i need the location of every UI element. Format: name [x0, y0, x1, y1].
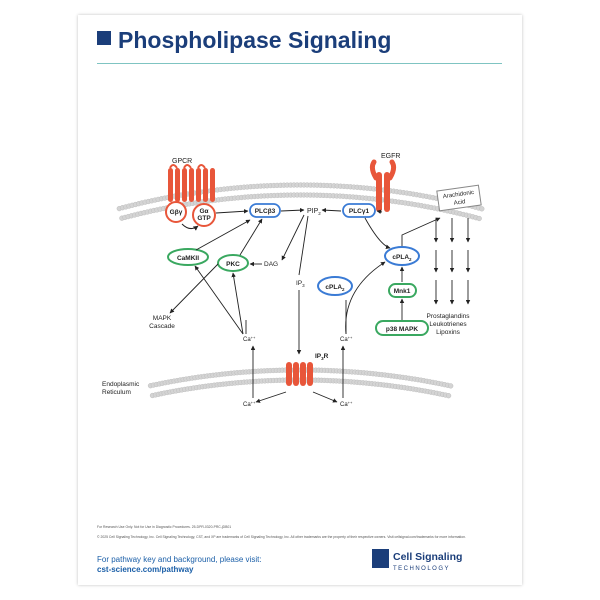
poster-sheet [78, 15, 522, 585]
plcg1-node [342, 203, 376, 218]
p38-mapk-label: p38 MAPK [386, 326, 418, 333]
cpla2-lower-label: cPLA2 [325, 284, 345, 292]
p38-mapk-node [375, 320, 429, 336]
er-label-2: Reticulum [102, 389, 131, 396]
prostaglandins-label: Prostaglandins [427, 313, 471, 320]
ip3r-channel [286, 362, 313, 386]
pip2-label: PIP2 [307, 208, 321, 216]
ip3-label: IP3 [296, 280, 305, 288]
cpla2-upper-label: cPLA2 [392, 254, 412, 262]
ga-gtp-node [192, 203, 216, 227]
gbg-label: Gβγ [170, 209, 183, 216]
aa-label-1: Arachidonic [443, 190, 475, 200]
leukotrienes-label: Leukotrienes [429, 321, 467, 328]
mnk1-node [388, 283, 417, 298]
brand-name: Cell Signaling [393, 551, 463, 563]
mapk-label: MAPK [153, 315, 172, 322]
plcb3-label: PLCβ3 [255, 208, 276, 215]
dag-label: DAG [264, 261, 278, 268]
cascade-label: Cascade [149, 323, 175, 330]
cpla2-upper-node [384, 246, 420, 266]
lipoxins-label: Lipoxins [436, 329, 461, 336]
ga-label: Gα [199, 208, 208, 215]
page-title: Phospholipase Signaling [118, 27, 392, 53]
gtp-label: GTP [197, 215, 211, 222]
egfr-label: EGFR [381, 153, 400, 160]
gbg-node [165, 201, 187, 223]
cst-logo-icon [97, 31, 111, 45]
brand-sub: TECHNOLOGY [393, 566, 451, 572]
pathway-arrows [169, 207, 471, 403]
egfr-receptor [369, 159, 397, 212]
cpla2-lower-node [317, 276, 353, 296]
mnk1-label: Mnk1 [394, 288, 411, 295]
gpcr-receptor [168, 164, 215, 202]
pathway-url-link[interactable]: cst-science.com/pathway [97, 565, 194, 574]
pkc-label: PKC [226, 261, 240, 268]
plcg1-label: PLCγ1 [349, 208, 370, 215]
arachidonic-acid-box [436, 184, 482, 212]
pathway-visit-text: For pathway key and background, please v… [97, 555, 262, 564]
camkii-label: CaMKII [177, 255, 199, 262]
copyright-notice: © 2025 Cell Signaling Technology, Inc. C… [97, 535, 466, 539]
plcb3-node [249, 203, 281, 218]
ca-left-lower: Ca++ [243, 400, 256, 408]
ruo-notice: For Research Use Only. Not for Use in Di… [97, 525, 232, 529]
ca-left-upper: Ca++ [243, 335, 256, 343]
gpcr-label: GPCR [172, 158, 192, 165]
er-label-1: Endoplasmic [102, 381, 140, 388]
pkc-node [217, 254, 249, 272]
ca-right-upper: Ca++ [340, 335, 353, 343]
camkii-node [167, 248, 209, 266]
ip3r-label: IP3R [315, 353, 329, 361]
er-membrane [147, 367, 454, 399]
cst-footer-logo-icon [372, 549, 389, 568]
title-divider [97, 63, 502, 64]
aa-label-2: Acid [453, 199, 465, 207]
ca-right-lower: Ca++ [340, 400, 353, 408]
